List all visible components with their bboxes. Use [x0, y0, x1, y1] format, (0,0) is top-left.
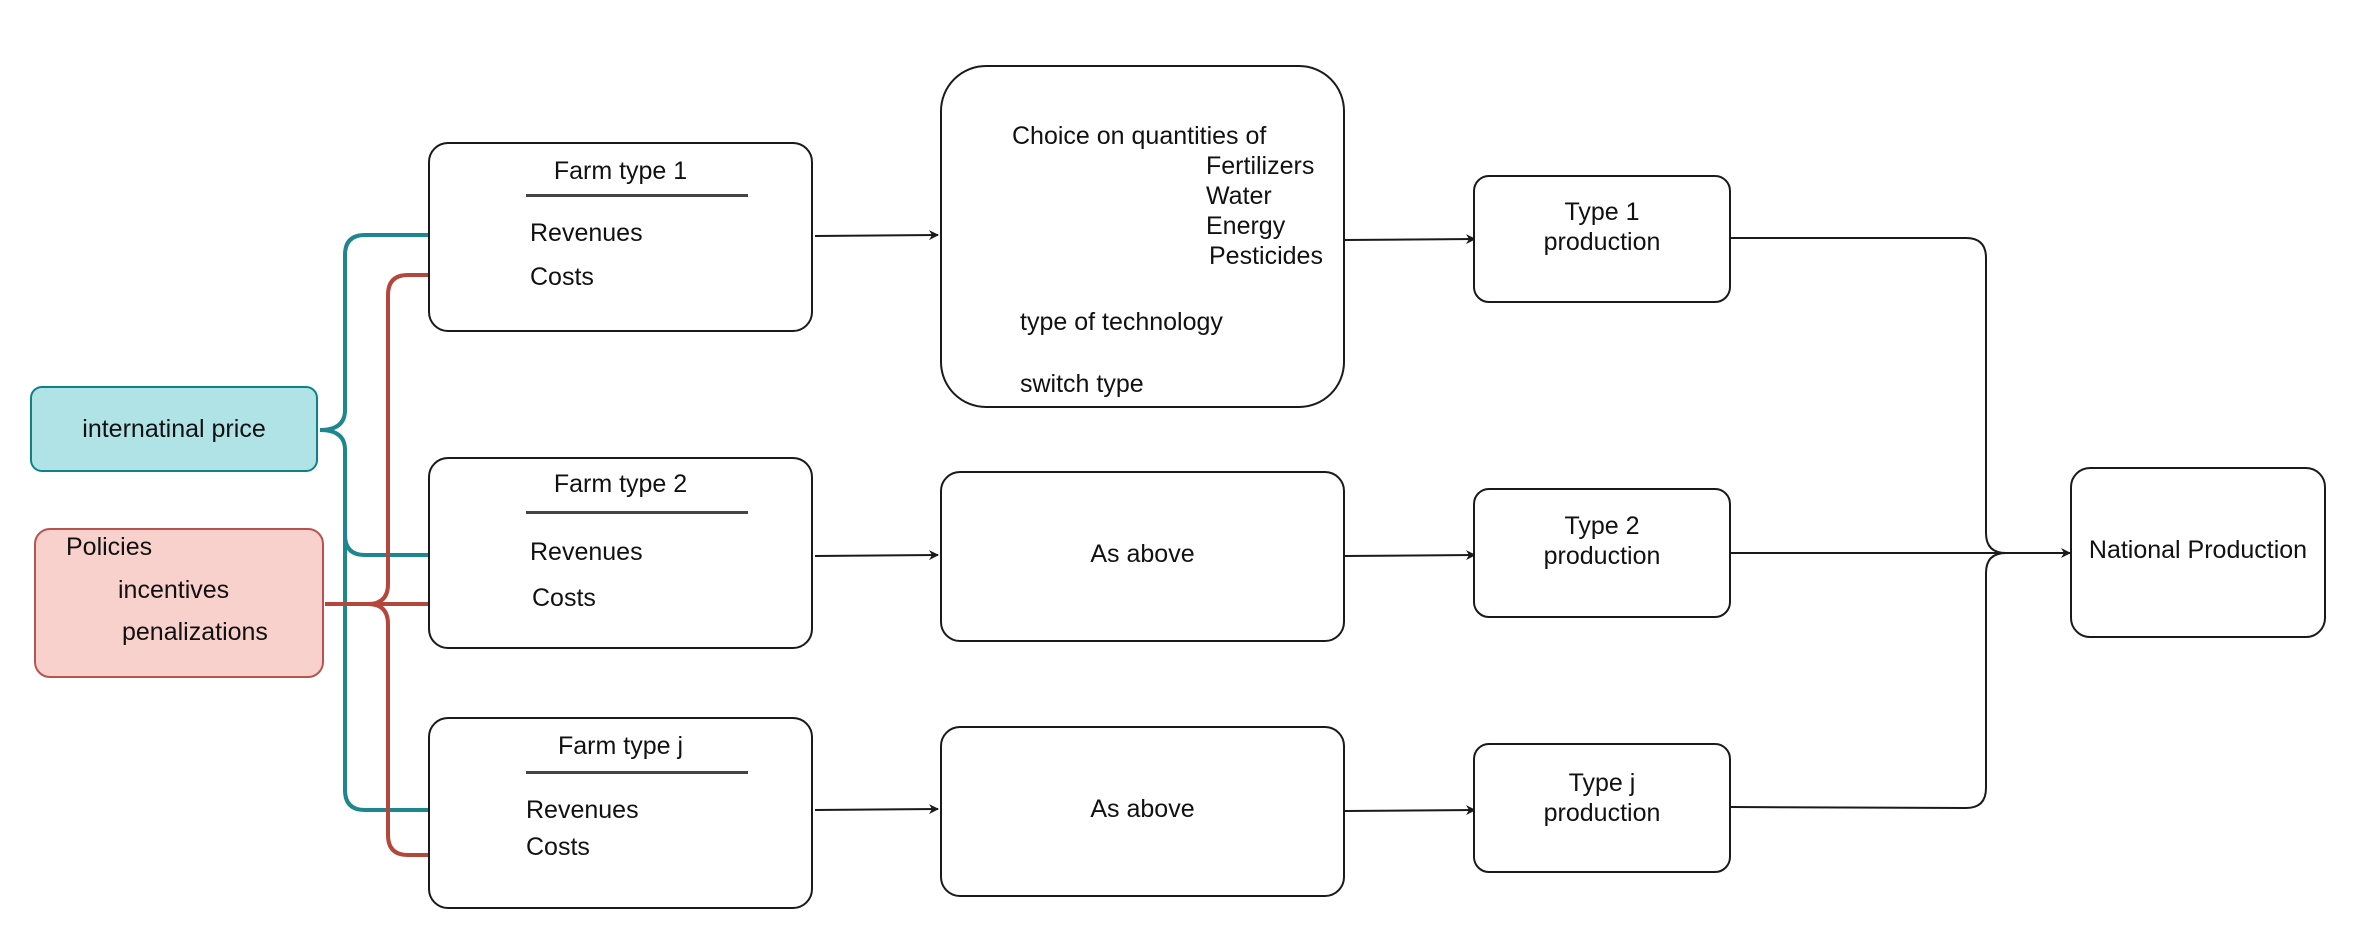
farm-type-1-costs: Costs	[530, 263, 594, 291]
choice-item-fertilizers: Fertilizers	[1206, 152, 1315, 180]
farm-type-2-title-underline	[526, 511, 748, 514]
policies-title: Policies	[66, 533, 153, 561]
as-above-node-1: As above	[940, 471, 1345, 642]
type-j-production-line2: production	[1543, 799, 1661, 827]
national-production-label: National Production	[2088, 536, 2308, 564]
type-j-production-line1: Type j	[1568, 769, 1636, 797]
farm-type-j-title-underline	[526, 771, 748, 774]
type-j-production-node: Type j production	[1473, 743, 1731, 873]
farm-type-2-node: Farm type 2 Revenues Costs	[428, 457, 813, 649]
type-1-production-node: Type 1 production	[1473, 175, 1731, 303]
type-1-production-line2: production	[1543, 228, 1661, 256]
farm-type-1-revenues: Revenues	[530, 219, 643, 247]
as-above-label-2: As above	[1090, 795, 1195, 823]
farm-type-j-title: Farm type j	[557, 732, 684, 760]
international-price-label: internatinal price	[82, 415, 266, 443]
as-above-label-1: As above	[1090, 540, 1195, 568]
type-2-production-line2: production	[1543, 542, 1661, 570]
farm-type-j-costs: Costs	[526, 833, 590, 861]
farm-type-1-node: Farm type 1 Revenues Costs	[428, 142, 813, 332]
choice-switch: switch type	[1020, 370, 1144, 398]
farm-type-1-title: Farm type 1	[553, 157, 688, 185]
price-to-revenues-connectors	[319, 229, 516, 816]
farm-type-2-revenues: Revenues	[530, 538, 643, 566]
choice-heading: Choice on quantities of	[1012, 122, 1267, 150]
farm-type-j-node: Farm type j Revenues Costs	[428, 717, 813, 909]
farm-type-2-title: Farm type 2	[553, 470, 688, 498]
policies-node: Policies incentives penalizations	[34, 528, 324, 678]
national-production-node: National Production	[2070, 467, 2326, 638]
choice-technology: type of technology	[1020, 308, 1223, 336]
international-price-node: internatinal price	[30, 386, 318, 472]
type-1-production-line1: Type 1	[1564, 198, 1640, 226]
policies-incentives: incentives	[118, 576, 230, 604]
farm-type-1-title-underline	[526, 194, 748, 197]
choice-item-water: Water	[1206, 182, 1272, 210]
farm-type-2-costs: Costs	[532, 584, 596, 612]
flow-connectors	[814, 130, 2071, 816]
choice-item-pesticides: Pesticides	[1209, 242, 1323, 270]
choice-item-energy: Energy	[1206, 212, 1286, 240]
policies-penalizations: penalizations	[122, 618, 268, 646]
as-above-node-2: As above	[940, 726, 1345, 897]
choice-node: Choice on quantities of Fertilizers Wate…	[940, 65, 1345, 408]
farm-type-j-revenues: Revenues	[526, 796, 639, 824]
type-2-production-node: Type 2 production	[1473, 488, 1731, 618]
type-2-production-line1: Type 2	[1564, 512, 1640, 540]
